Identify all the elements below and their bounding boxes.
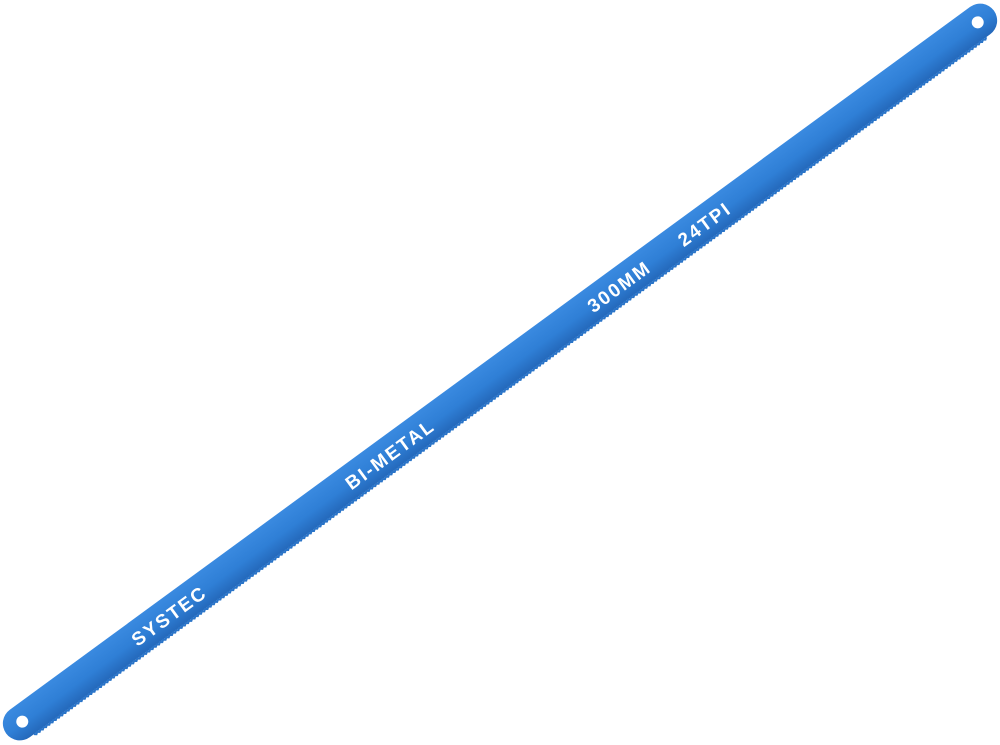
- material-marking: BI-METAL: [342, 416, 439, 495]
- blade-teeth: [33, 36, 988, 736]
- mounting-hole-right: [971, 16, 984, 29]
- mounting-hole-left: [16, 715, 29, 728]
